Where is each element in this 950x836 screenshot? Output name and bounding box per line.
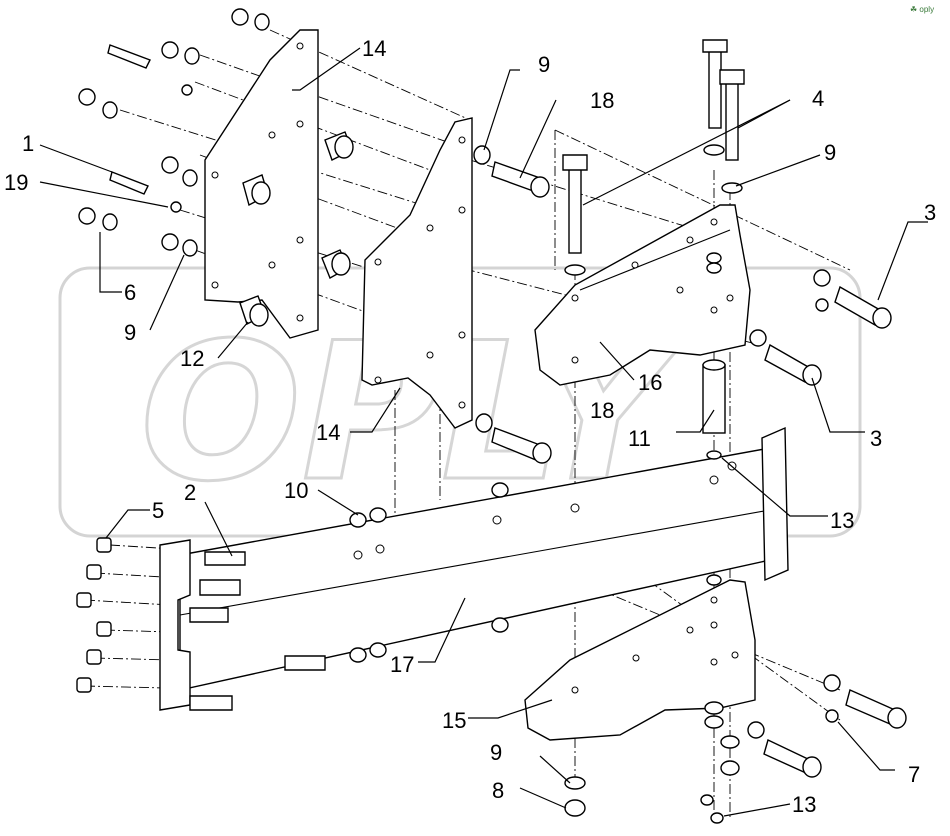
callout-14-bottom: 14 bbox=[316, 420, 340, 445]
callout-9-top: 9 bbox=[538, 52, 550, 77]
callout-19: 19 bbox=[4, 170, 28, 195]
callout-9-bottom: 9 bbox=[490, 740, 502, 765]
callout-2: 2 bbox=[184, 480, 196, 505]
callout-10: 10 bbox=[284, 478, 308, 503]
bracket-16 bbox=[534, 204, 751, 386]
callout-labels: 1 19 6 9 12 14 14 9 18 18 4 9 3 3 16 11 … bbox=[4, 36, 936, 817]
callout-8: 8 bbox=[492, 778, 504, 803]
spacer-11 bbox=[702, 359, 726, 460]
callout-9-left: 9 bbox=[124, 320, 136, 345]
corner-logo: ☘ oply bbox=[910, 5, 934, 14]
callout-12: 12 bbox=[180, 346, 204, 371]
callout-6: 6 bbox=[124, 280, 136, 305]
callout-3-mid: 3 bbox=[870, 426, 882, 451]
upper-left-fasteners bbox=[78, 8, 270, 257]
callout-9-right: 9 bbox=[824, 140, 836, 165]
main-beam-17 bbox=[159, 426, 789, 711]
callout-14-top: 14 bbox=[362, 36, 386, 61]
bolts-4 bbox=[562, 39, 745, 276]
bottom-fasteners bbox=[564, 252, 740, 824]
callout-7: 7 bbox=[908, 762, 920, 787]
callout-13-mid: 13 bbox=[830, 508, 854, 533]
callout-17: 17 bbox=[390, 652, 414, 677]
bolts-3 bbox=[747, 269, 907, 778]
callout-5: 5 bbox=[152, 498, 164, 523]
callout-18-top: 18 bbox=[590, 88, 614, 113]
nuts-5 bbox=[76, 537, 112, 693]
callout-18-bottom: 18 bbox=[590, 398, 614, 423]
plugs-10 bbox=[349, 482, 509, 663]
plate-14-front bbox=[361, 117, 473, 429]
leader-lines bbox=[39, 47, 928, 817]
bolts-18 bbox=[473, 145, 552, 464]
callout-1: 1 bbox=[22, 131, 34, 156]
callout-16: 16 bbox=[638, 370, 662, 395]
callout-3-top: 3 bbox=[924, 200, 936, 225]
callout-13-bottom: 13 bbox=[792, 792, 816, 817]
bolts-2 bbox=[189, 551, 326, 711]
callout-15: 15 bbox=[442, 708, 466, 733]
callout-4: 4 bbox=[812, 86, 824, 111]
spacers bbox=[239, 131, 354, 327]
callout-11: 11 bbox=[628, 426, 651, 451]
bracket-15 bbox=[524, 579, 756, 741]
